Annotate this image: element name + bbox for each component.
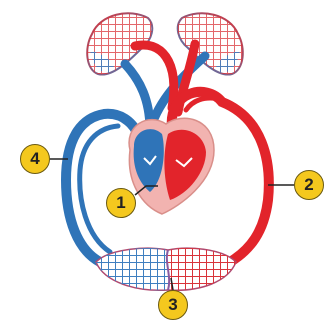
callout-1-text: 1 xyxy=(116,193,125,213)
callout-3: 3 xyxy=(158,290,188,320)
callout-4: 4 xyxy=(20,144,50,174)
pulmonary-vessels xyxy=(125,44,205,130)
callout-2: 2 xyxy=(294,170,324,200)
heart-icon xyxy=(129,118,214,214)
callout-2-text: 2 xyxy=(304,175,313,195)
body-capillary-icon xyxy=(96,248,236,290)
callout-1: 1 xyxy=(106,188,136,218)
callout-4-text: 4 xyxy=(30,149,39,169)
callout-3-text: 3 xyxy=(168,295,177,315)
